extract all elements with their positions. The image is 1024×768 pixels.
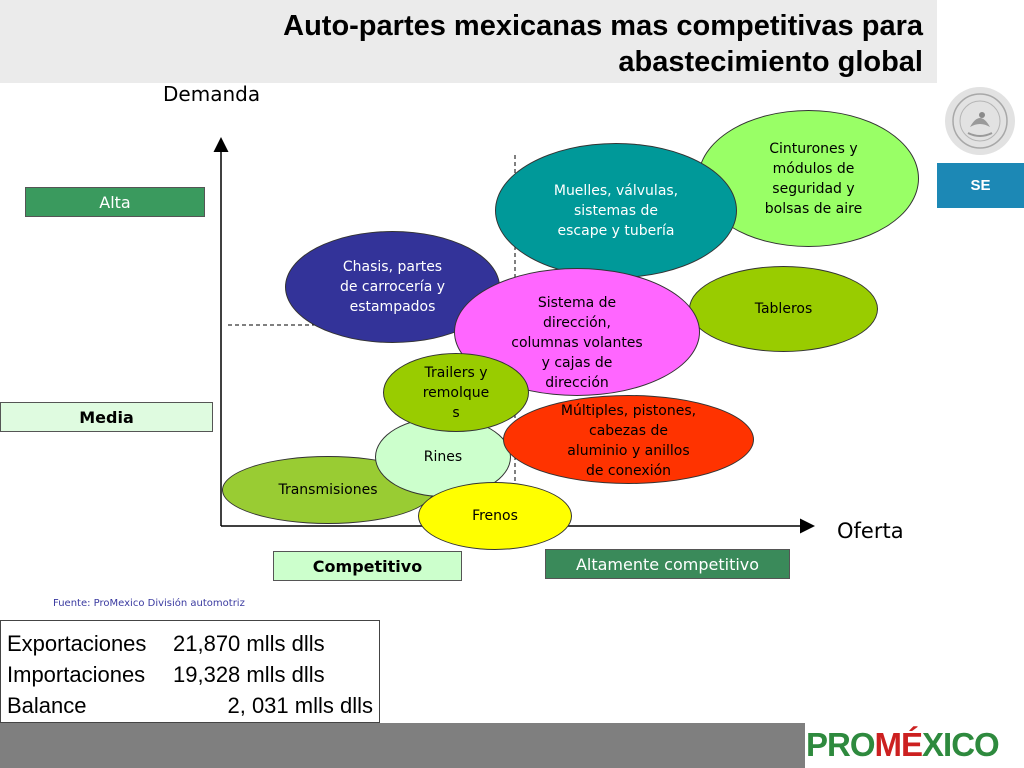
bubble-tableros: Tableros	[689, 266, 878, 352]
bubble-text: estampados	[349, 299, 436, 315]
bubble-text: cabezas de	[589, 422, 668, 439]
bubble-text: Chasis, partes	[342, 259, 443, 275]
bubble-text: Trailers y	[424, 364, 488, 381]
trade-summary: Exportaciones 21,870 mlls dlls Importaci…	[0, 620, 380, 723]
title-line-2: abastecimiento global	[618, 46, 923, 78]
balance-label: Balance	[7, 693, 87, 718]
promexico-logo: PROMÉXICO	[806, 726, 1000, 764]
level-media: Media	[0, 402, 213, 432]
bubble-text: de carrocería y	[339, 279, 446, 295]
summary-row-import: Importaciones 19,328 mlls dlls	[7, 659, 373, 690]
government-logo: SE	[937, 83, 1024, 208]
x-axis-label: Oferta	[837, 519, 904, 543]
bubble-text: módulos de	[772, 160, 855, 177]
bubble-text: columnas volantes	[511, 335, 643, 351]
level-altamente-competitivo: Altamente competitivo	[545, 549, 790, 579]
bubble-text: dirección	[545, 375, 609, 391]
bubble-text: Sistema de	[537, 295, 617, 311]
bubble-text: de conexión	[585, 462, 672, 479]
summary-row-export: Exportaciones 21,870 mlls dlls	[7, 628, 373, 659]
export-label: Exportaciones	[7, 631, 147, 656]
brand-part-2: MÉ	[874, 726, 923, 763]
title-bar: Auto-partes mexicanas mas competitivas p…	[0, 0, 937, 83]
page-title: Auto-partes mexicanas mas competitivas p…	[43, 8, 923, 80]
bubble-text: y cajas de	[541, 355, 613, 371]
bubble-trailers: Trailers y remolque s	[383, 353, 529, 432]
import-value: 19,328 mlls dlls	[173, 662, 325, 687]
bubble-text: dirección,	[542, 315, 611, 331]
national-seal-icon	[945, 87, 1015, 155]
bubble-text: Rines	[423, 449, 463, 465]
level-alta: Alta	[25, 187, 205, 217]
balance-value: 2, 031 mlls dlls	[227, 693, 373, 718]
brand-part-1: PRO	[806, 726, 876, 763]
bubble-text: Frenos	[472, 508, 518, 524]
footer-bar	[0, 723, 805, 768]
bubble-muelles: Muelles, válvulas, sistemas de escape y …	[495, 143, 737, 278]
title-line-1: Auto-partes mexicanas mas competitivas p…	[283, 10, 923, 42]
bubble-text: Cinturones y	[769, 140, 858, 157]
source-note: Fuente: ProMexico División automotriz	[53, 598, 245, 609]
bubble-cinturones: Cinturones y módulos de seguridad y bols…	[698, 110, 919, 247]
bubble-text: remolque	[422, 384, 490, 401]
bubble-text: bolsas de aire	[764, 200, 863, 217]
import-label: Importaciones	[7, 662, 146, 687]
y-axis-label: Demanda	[163, 82, 261, 106]
se-badge: SE	[937, 163, 1024, 208]
bubble-text: seguridad y	[772, 180, 855, 197]
bubble-text: sistemas de	[573, 202, 659, 219]
level-competitivo: Competitivo	[273, 551, 462, 581]
bubble-text: Tableros	[754, 301, 813, 317]
bubble-text: Múltiples, pistones,	[560, 402, 697, 419]
summary-row-balance: Balance 2, 031 mlls dlls	[7, 690, 373, 721]
bubble-text: aluminio y anillos	[567, 442, 690, 459]
export-value: 21,870 mlls dlls	[173, 631, 325, 656]
brand-part-3: XICO	[922, 726, 1000, 763]
bubble-text: escape y tubería	[557, 222, 675, 239]
bubble-text: Transmisiones	[278, 482, 378, 498]
bubble-multiples: Múltiples, pistones, cabezas de aluminio…	[503, 395, 754, 484]
bubble-text: s	[452, 404, 460, 421]
bubble-text: Muelles, válvulas,	[553, 182, 679, 199]
bubble-frenos: Frenos	[418, 482, 572, 550]
